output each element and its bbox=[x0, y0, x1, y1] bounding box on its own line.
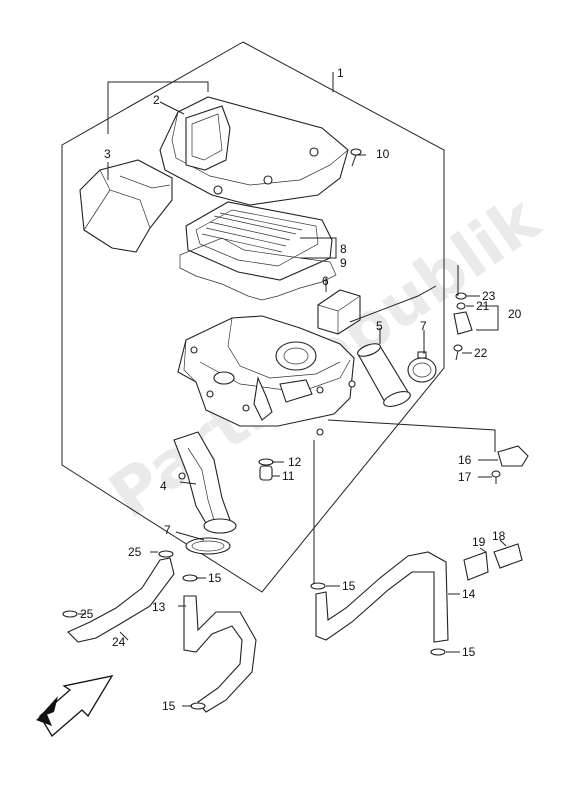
callout-24: 24 bbox=[112, 635, 126, 649]
cleaner-cover bbox=[159, 96, 349, 206]
callout-25-b: 25 bbox=[80, 607, 94, 621]
resonator-block bbox=[317, 289, 361, 335]
callout-3: 3 bbox=[104, 147, 111, 161]
callout-10: 10 bbox=[376, 147, 390, 161]
callout-15-d: 15 bbox=[162, 699, 176, 713]
drain-hose-24 bbox=[67, 557, 175, 643]
sensor-assembly bbox=[453, 292, 473, 361]
callout-19: 19 bbox=[472, 535, 486, 549]
callout-13: 13 bbox=[152, 600, 166, 614]
hose-clips bbox=[62, 550, 446, 710]
connector-parts bbox=[463, 543, 523, 581]
callout-4: 4 bbox=[160, 479, 167, 493]
callout-18: 18 bbox=[492, 529, 506, 543]
drain-plug bbox=[258, 458, 274, 481]
filter-seal-gasket bbox=[179, 237, 337, 301]
callout-23: 23 bbox=[482, 289, 496, 303]
callout-15-b: 15 bbox=[342, 579, 356, 593]
callout-2: 2 bbox=[153, 93, 160, 107]
callout-12: 12 bbox=[288, 455, 302, 469]
callout-20: 20 bbox=[508, 307, 522, 321]
callout-9: 9 bbox=[340, 256, 347, 270]
callout-17: 17 bbox=[458, 470, 472, 484]
inlet-tube bbox=[357, 343, 411, 407]
air-filter-element bbox=[185, 201, 333, 281]
drain-hose-14 bbox=[315, 551, 449, 643]
assembly-outline bbox=[61, 41, 445, 593]
callout-16: 16 bbox=[458, 453, 472, 467]
callout-25-a: 25 bbox=[128, 545, 142, 559]
callout-1: 1 bbox=[337, 66, 344, 80]
callout-14: 14 bbox=[462, 587, 476, 601]
callout-7-lower: 7 bbox=[164, 523, 171, 537]
callout-11: 11 bbox=[282, 469, 295, 483]
cleaner-housing bbox=[177, 315, 356, 436]
intake-hose bbox=[173, 431, 237, 534]
front-direction-arrow-icon bbox=[36, 675, 114, 737]
callout-5: 5 bbox=[376, 319, 383, 333]
mounting-bracket bbox=[491, 445, 529, 484]
hose-clamp-lower bbox=[185, 537, 231, 555]
callout-22: 22 bbox=[474, 346, 488, 360]
hose-clamp-upper bbox=[407, 351, 437, 383]
callout-21: 21 bbox=[476, 299, 490, 313]
callout-labels: 1 2 3 4 5 6 7 7 8 9 10 11 12 13 14 15 15… bbox=[80, 66, 522, 713]
intake-duct bbox=[79, 159, 173, 253]
callout-15-c: 15 bbox=[462, 645, 476, 659]
breather-hose-13 bbox=[183, 595, 257, 713]
callout-6: 6 bbox=[322, 274, 329, 288]
screw-10 bbox=[350, 148, 362, 167]
leader-lines bbox=[78, 72, 507, 707]
callout-8: 8 bbox=[340, 242, 347, 256]
callout-15-a: 15 bbox=[208, 571, 222, 585]
callout-7-upper: 7 bbox=[420, 319, 427, 333]
